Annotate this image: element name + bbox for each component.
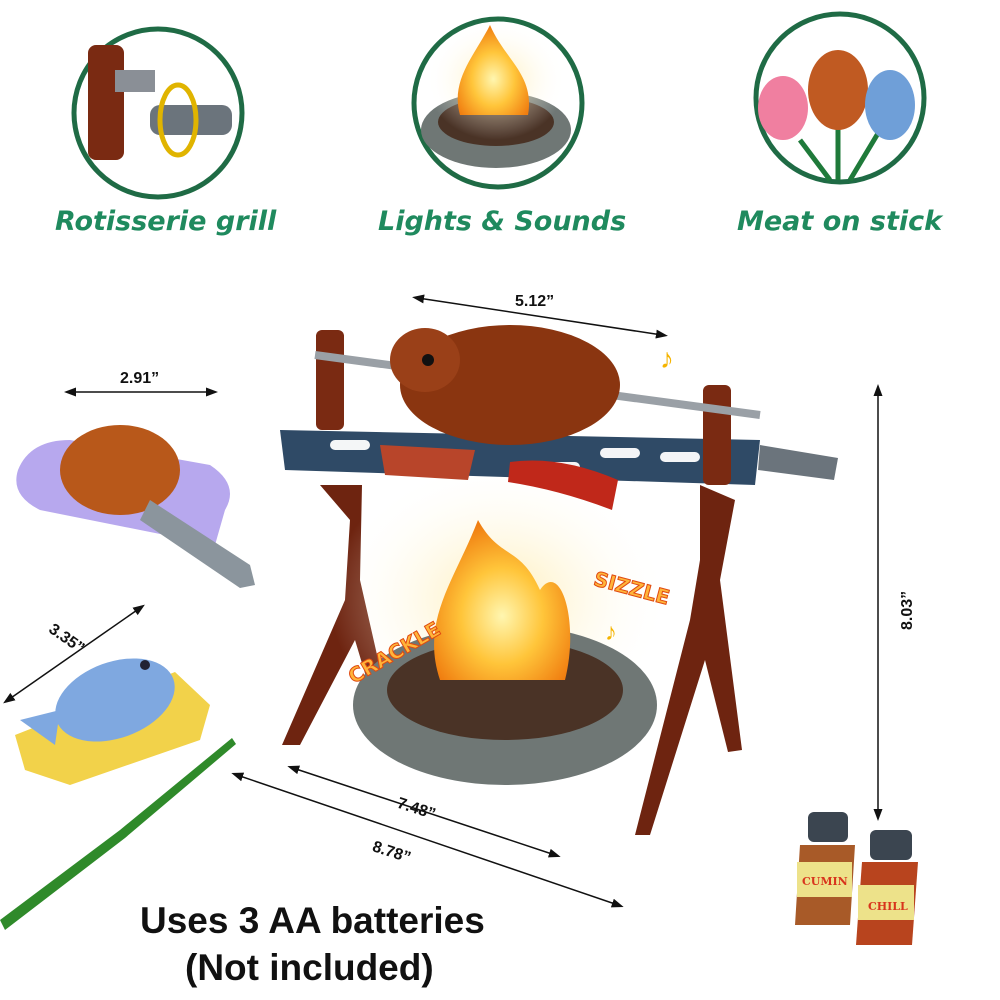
feature-label: Meat on stick: [737, 206, 944, 237]
spice-jar-cumin: CUMIN: [795, 812, 855, 925]
spice-label: CUMIN: [802, 875, 848, 888]
sausage: [508, 460, 618, 510]
dimension-line: [231, 772, 624, 908]
rotisserie-grill-toy: CRACKLE SIZZLE ♪ ♪: [280, 325, 838, 835]
spice-label: CHILL: [868, 900, 908, 913]
skewer-stick: [0, 738, 236, 930]
dimension-base-inner: 7.48”: [395, 795, 437, 823]
feature-label: Lights & Sounds: [378, 206, 626, 237]
dimension-grill-width: 5.12”: [515, 293, 554, 310]
feature-lights-sounds: [411, 16, 585, 190]
campfire-icon: [421, 20, 571, 168]
tongs: [140, 500, 255, 588]
music-note-icon: ♪: [605, 619, 617, 646]
battery-note-line2: (Not included): [185, 947, 434, 988]
meat-skewer-icon: [758, 50, 915, 182]
dimension-chicken-plate: 2.91”: [120, 370, 159, 387]
rotisserie-icon: [88, 45, 232, 160]
feature-rotisserie: [71, 26, 245, 200]
battery-note-line1: Uses 3 AA batteries: [140, 900, 485, 941]
dimension-fish-plate: 3.35”: [45, 621, 87, 657]
dimension-base-outer: 8.78”: [370, 838, 412, 866]
feature-label: Rotisserie grill: [55, 206, 277, 237]
dimension-line: [412, 294, 668, 339]
dimension-line: [3, 604, 145, 704]
spice-jar-chill: CHILL: [856, 830, 918, 945]
campfire-flame: [434, 520, 571, 680]
chicken-plate: [16, 425, 255, 588]
dimension-height: 8.03”: [899, 591, 916, 630]
steak: [380, 445, 475, 480]
music-note-icon: ♪: [660, 343, 674, 374]
fish-plate: [15, 658, 210, 785]
feature-meat-on-stick: [753, 11, 927, 185]
